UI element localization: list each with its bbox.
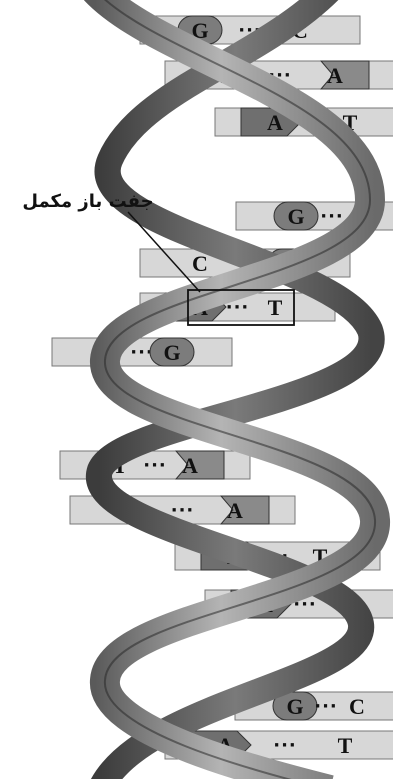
base-a-label: A (327, 63, 343, 88)
callout-label: جفت باز مکمل (22, 191, 153, 212)
base-pair: C···G (52, 338, 232, 366)
hydrogen-bond-dots: ··· (143, 455, 167, 476)
base-a-label: A (227, 498, 243, 523)
base-g-label: G (286, 694, 303, 719)
base-g-label: G (163, 340, 180, 365)
base-g-label: G (287, 204, 304, 229)
hydrogen-bond-dots: ··· (320, 206, 344, 227)
hydrogen-bond-dots: ··· (314, 696, 338, 717)
base-c-label: C (349, 694, 365, 719)
base-t-label: T (268, 295, 283, 320)
base-t-label: T (338, 733, 353, 758)
hydrogen-bond-dots: ··· (273, 735, 297, 756)
base-c-label: C (192, 251, 208, 276)
base-a-label: A (182, 453, 198, 478)
